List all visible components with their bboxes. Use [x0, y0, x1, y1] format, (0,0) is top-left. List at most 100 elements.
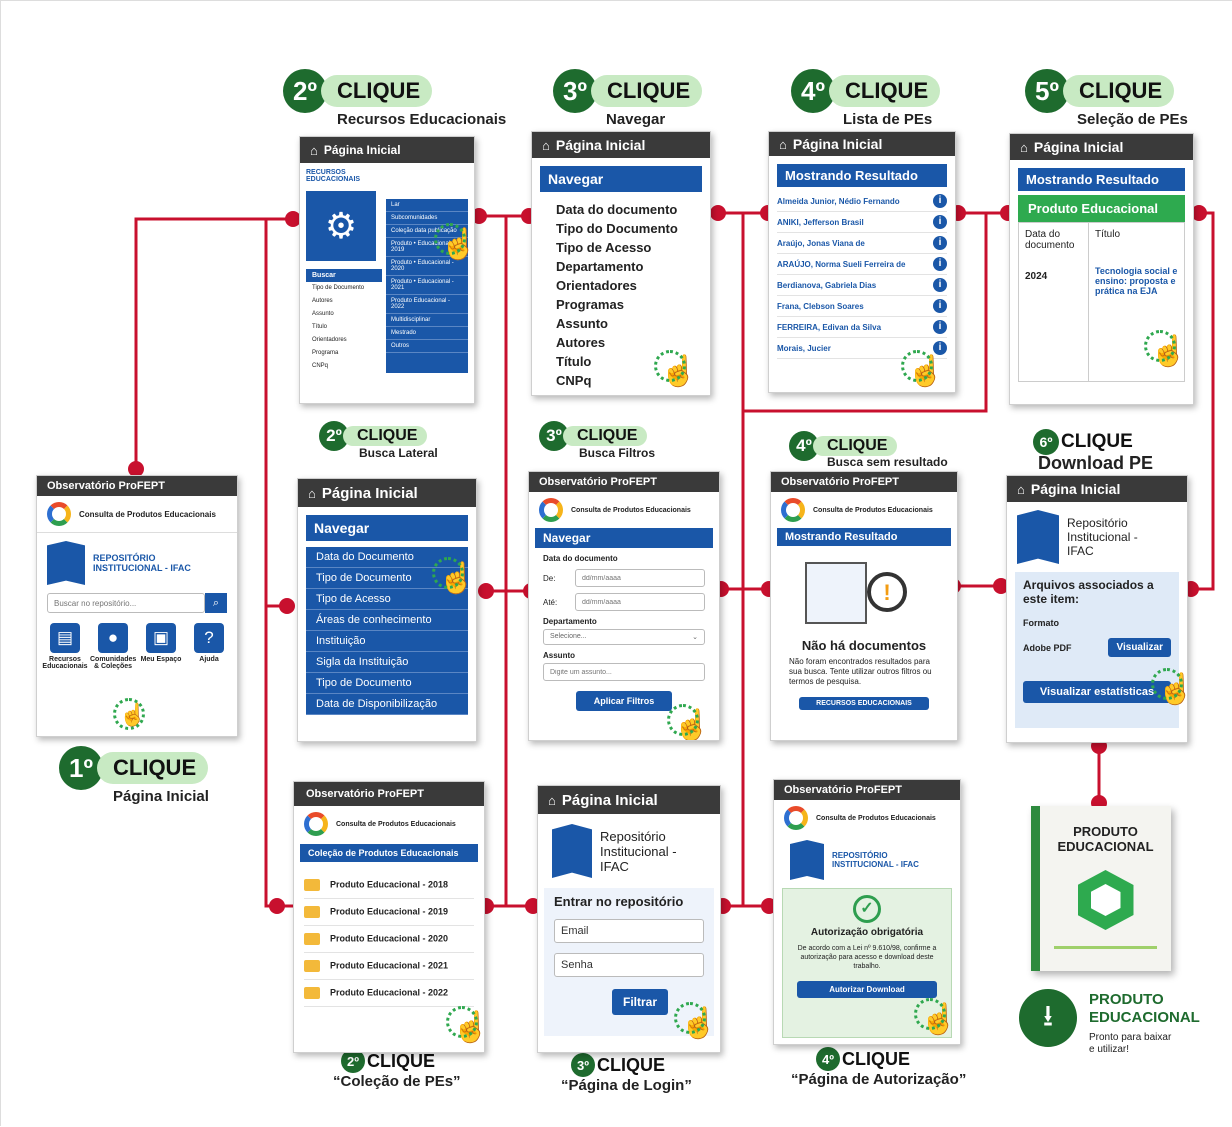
- navegar-item[interactable]: Programas: [556, 297, 624, 312]
- author-row[interactable]: Berdianova, Gabriela Dias i: [777, 275, 947, 296]
- produto-tab[interactable]: Produto Educacional: [1018, 195, 1185, 222]
- navegar-heading[interactable]: Navegar: [306, 515, 468, 541]
- nav-item[interactable]: Produto • Educacional - 2019: [386, 238, 468, 257]
- lateral-item[interactable]: Áreas de conhecimento: [306, 610, 468, 631]
- password-field[interactable]: Senha: [554, 953, 704, 977]
- lateral-item[interactable]: Instituição: [306, 631, 468, 652]
- icon-tile[interactable]: ▤ Recursos Educacionais: [42, 623, 88, 670]
- lateral-item[interactable]: Tipo de Documento: [306, 568, 468, 589]
- filter-item[interactable]: Assunto: [312, 311, 334, 317]
- result-link[interactable]: Tecnologia social e ensino: proposta e p…: [1095, 266, 1178, 296]
- info-icon[interactable]: i: [933, 320, 947, 334]
- info-icon[interactable]: i: [933, 257, 947, 271]
- repository-book-icon: [47, 541, 85, 585]
- nav-item[interactable]: Produto • Educacional - 2020: [386, 257, 468, 276]
- author-row[interactable]: ARAÚJO, Norma Sueli Ferreira de i: [777, 254, 947, 275]
- lateral-item[interactable]: Sigla da Instituição: [306, 652, 468, 673]
- author-name[interactable]: Almeida Junior, Nédio Fernando: [777, 196, 900, 206]
- navegar-item[interactable]: Departamento: [556, 259, 644, 274]
- step-clique: CLIQUE: [321, 75, 433, 107]
- nav-item[interactable]: Multidisciplinar: [386, 314, 468, 327]
- recursos-button[interactable]: RECURSOS EDUCACIONAIS: [799, 697, 929, 710]
- collection-row[interactable]: Produto Educacional - 2021: [304, 953, 474, 980]
- author-name[interactable]: FERREIRA, Edivan da Silva: [777, 322, 882, 332]
- lateral-item[interactable]: Tipo de Documento: [306, 673, 468, 694]
- buscar-button[interactable]: Buscar: [306, 269, 382, 282]
- info-icon[interactable]: i: [933, 299, 947, 313]
- estatisticas-button[interactable]: Visualizar estatísticas: [1023, 681, 1171, 703]
- download-icon[interactable]: ⭳: [1019, 989, 1077, 1047]
- author-name[interactable]: Berdianova, Gabriela Dias: [777, 280, 877, 290]
- author-row[interactable]: FERREIRA, Edivan da Silva i: [777, 317, 947, 338]
- author-name[interactable]: Frana, Clebson Soares: [777, 301, 864, 311]
- author-row[interactable]: Frana, Clebson Soares i: [777, 296, 947, 317]
- consulta-label: Consulta de Produtos Educacionais: [571, 506, 691, 514]
- collection-row[interactable]: Produto Educacional - 2020: [304, 926, 474, 953]
- nav-item[interactable]: Subcomunidades: [386, 212, 468, 225]
- nav-item[interactable]: Mestrado: [386, 327, 468, 340]
- filter-item[interactable]: CNPq: [312, 363, 329, 369]
- nav-item[interactable]: Produto • Educacional - 2021: [386, 276, 468, 295]
- card-header: Observatório ProFEPT: [294, 782, 484, 806]
- author-row[interactable]: Almeida Junior, Nédio Fernando i: [777, 191, 947, 212]
- author-row[interactable]: ANIKI, Jefferson Brasil i: [777, 212, 947, 233]
- author-name[interactable]: Araújo, Jonas Viana de: [777, 238, 865, 248]
- filtrar-button[interactable]: Filtrar: [612, 989, 668, 1015]
- navegar-item[interactable]: Assunto: [556, 316, 608, 331]
- connector-dot: [710, 205, 726, 221]
- date-from-input[interactable]: [575, 569, 705, 587]
- autorizacao-title: Autorização obrigatória: [810, 927, 924, 938]
- collection-row[interactable]: Produto Educacional - 2022: [304, 980, 474, 1007]
- date-to-input[interactable]: [575, 593, 705, 611]
- info-icon[interactable]: i: [933, 236, 947, 250]
- step-label-6: 6º CLIQUE: [1033, 429, 1143, 455]
- lateral-item[interactable]: Data de Disponibilização: [306, 694, 468, 715]
- navegar-item[interactable]: Tipo de Acesso: [556, 240, 652, 255]
- autorizar-download-button[interactable]: Autorizar Download: [797, 981, 937, 998]
- author-name[interactable]: Morais, Jucier: [777, 343, 831, 353]
- lateral-item[interactable]: Tipo de Acesso: [306, 589, 468, 610]
- lateral-item[interactable]: Data do Documento: [306, 547, 468, 568]
- info-icon[interactable]: i: [933, 194, 947, 208]
- nav-item[interactable]: Coleção data publicação: [386, 225, 468, 238]
- departamento-select[interactable]: Selecione...⌄: [543, 629, 705, 645]
- info-icon[interactable]: i: [933, 215, 947, 229]
- visualizar-button[interactable]: Visualizar: [1108, 638, 1171, 657]
- author-name[interactable]: ARAÚJO, Norma Sueli Ferreira de: [777, 259, 906, 269]
- navegar-item[interactable]: Orientadores: [556, 278, 637, 293]
- search-icon[interactable]: ⌕: [205, 593, 227, 613]
- navegar-item[interactable]: Título: [556, 354, 592, 369]
- navegar-item[interactable]: Data do documento: [556, 202, 678, 217]
- filter-item[interactable]: Programa: [312, 350, 339, 356]
- navegar-heading[interactable]: Navegar: [540, 166, 702, 192]
- collection-row[interactable]: Produto Educacional - 2019: [304, 899, 474, 926]
- filter-item[interactable]: Orientadores: [312, 337, 347, 343]
- pointer-hand-icon: ☝: [673, 1002, 718, 1040]
- navegar-item[interactable]: CNPq: [556, 373, 592, 388]
- navegar-heading[interactable]: Navegar: [535, 528, 713, 548]
- info-icon[interactable]: i: [933, 341, 947, 355]
- search-input[interactable]: [47, 593, 205, 613]
- icon-tile[interactable]: ● Comunidades & Coleções: [90, 623, 136, 670]
- date-to-row: Até:: [543, 593, 705, 611]
- collection-row[interactable]: Produto Educacional - 2018: [304, 872, 474, 899]
- icon-tile[interactable]: ? Ajuda: [186, 623, 232, 670]
- email-field[interactable]: Email: [554, 919, 704, 943]
- navegar-item[interactable]: Autores: [556, 335, 606, 350]
- aplicar-filtros-button[interactable]: Aplicar Filtros: [576, 691, 672, 711]
- filter-item[interactable]: Autores: [312, 298, 333, 304]
- author-row[interactable]: Araújo, Jonas Viana de i: [777, 233, 947, 254]
- nav-item[interactable]: Outros: [386, 340, 468, 353]
- nav-item[interactable]: Lar: [386, 199, 468, 212]
- step-clique: CLIQUE: [813, 436, 898, 456]
- filter-item[interactable]: Tipo de Documento: [312, 285, 365, 291]
- assunto-input[interactable]: [543, 663, 705, 681]
- nav-item[interactable]: Produto Educacional - 2022: [386, 295, 468, 314]
- navegar-item[interactable]: Tipo do Documento: [556, 221, 678, 236]
- author-name[interactable]: ANIKI, Jefferson Brasil: [777, 217, 864, 227]
- author-row[interactable]: Morais, Jucier i: [777, 338, 947, 359]
- icon-tile[interactable]: ▣ Meu Espaço: [138, 623, 184, 670]
- filter-item[interactable]: Título: [312, 324, 328, 330]
- info-icon[interactable]: i: [933, 278, 947, 292]
